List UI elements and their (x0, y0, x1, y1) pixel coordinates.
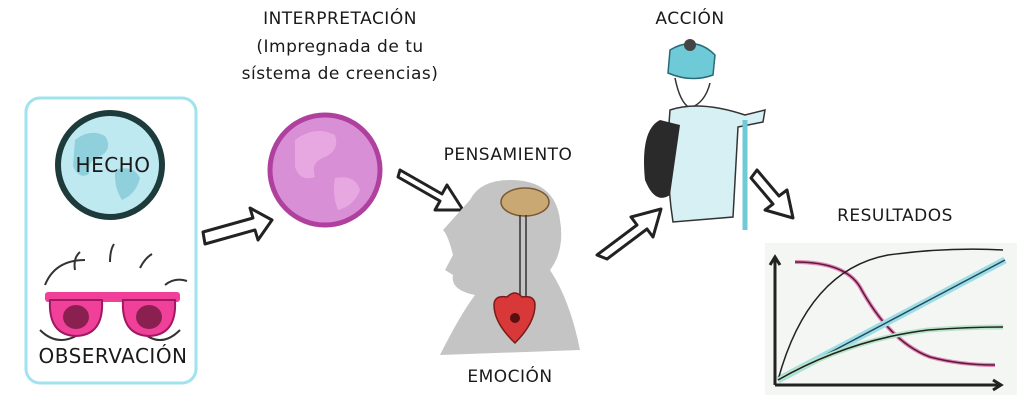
observation-frame (24, 96, 198, 385)
observation-label: OBSERVACIÓN (38, 344, 188, 368)
fact-globe-icon (55, 110, 165, 220)
results-label: RESULTADOS (837, 206, 953, 226)
fact-label: HECHO (75, 153, 151, 177)
arrow-icon (595, 207, 663, 261)
results-chart (765, 243, 1017, 395)
head-figure-icon (440, 180, 580, 355)
interpretation-label: INTERPRETACIÓN (263, 9, 417, 29)
action-label: ACCIÓN (655, 9, 725, 29)
interpretation-note-line1: (Impregnada de tu (256, 37, 424, 57)
emotion-label: EMOCIÓN (467, 367, 553, 387)
arrow-icon (396, 168, 465, 212)
arrow-icon (749, 168, 795, 220)
thought-label: PENSAMIENTO (443, 145, 573, 165)
interpretation-globe-icon (267, 112, 383, 228)
arrow-icon (201, 206, 274, 246)
interpretation-note-line2: sístema de creencias) (241, 64, 439, 84)
hiker-figure-icon (644, 39, 766, 230)
pink-glasses-icon (39, 243, 188, 341)
